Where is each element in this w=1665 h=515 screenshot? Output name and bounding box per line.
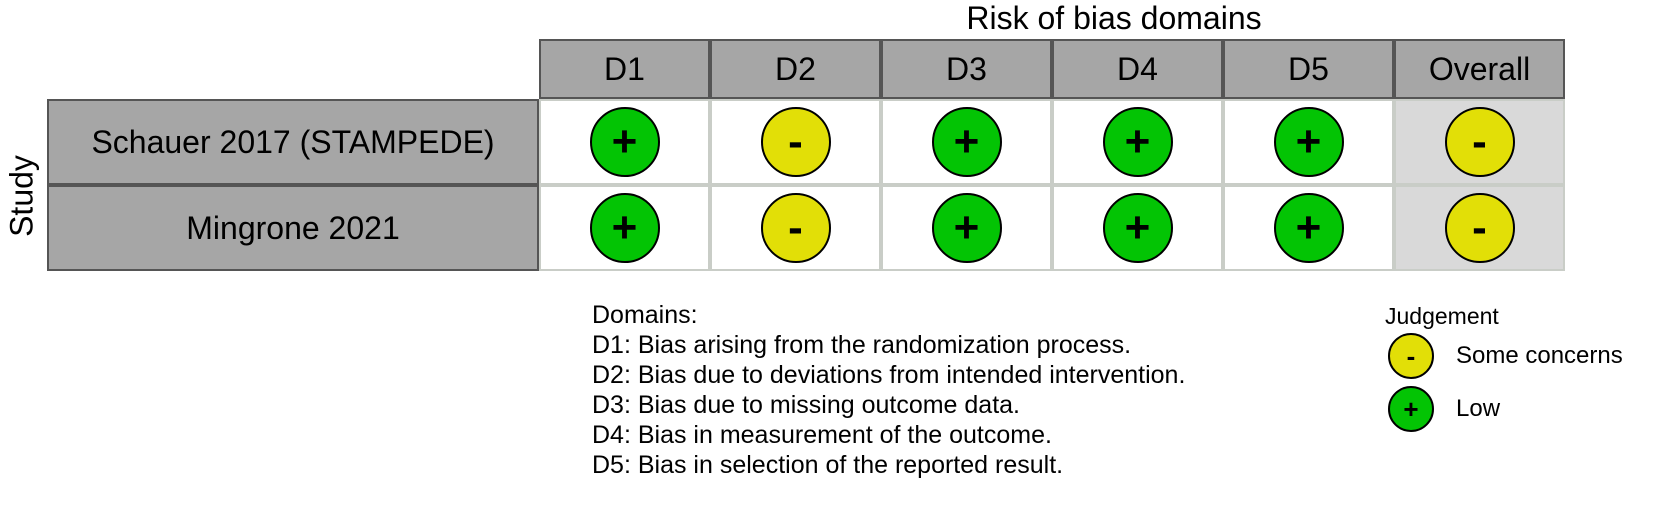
study-name: Mingrone 2021 — [47, 185, 539, 271]
judgement-dot: + — [931, 193, 1002, 263]
domain-description: D1: Bias arising from the randomization … — [592, 331, 1132, 359]
judgement-dot: + — [931, 107, 1002, 177]
study-row: Schauer 2017 (STAMPEDE) + - + + + - — [47, 99, 1565, 185]
judgement-dot: + — [1273, 107, 1344, 177]
study-name: Schauer 2017 (STAMPEDE) — [47, 99, 539, 185]
judgement-cell: + — [1052, 185, 1223, 271]
domains-heading: Domains: — [592, 301, 698, 329]
study-axis-label: Study — [0, 106, 44, 286]
overall-judgement-dot: - — [1444, 193, 1515, 263]
judgement-dot: - — [760, 193, 831, 263]
column-header-d1: D1 — [539, 39, 710, 99]
judgement-cell: + — [1052, 99, 1223, 185]
judgement-cell: + — [539, 99, 710, 185]
judgement-dot: - — [760, 107, 831, 177]
judgement-dot: + — [589, 107, 660, 177]
low-icon: + — [1388, 386, 1434, 432]
column-header-d4: D4 — [1052, 39, 1223, 99]
domain-description: D5: Bias in selection of the reported re… — [592, 451, 1064, 479]
judgement-dot: + — [589, 193, 660, 263]
legend-item-low: + Low — [1388, 386, 1500, 432]
judgement-cell: + — [881, 185, 1052, 271]
domain-description: D2: Bias due to deviations from intended… — [592, 361, 1186, 389]
study-axis-text: Study — [3, 155, 40, 237]
judgement-cell: - — [710, 185, 881, 271]
legend-label: Some concerns — [1456, 342, 1623, 369]
domains-legend: Domains: D1: Bias arising from the rando… — [592, 300, 1185, 480]
header-row: D1 D2 D3 D4 D5 Overall — [49, 39, 1565, 99]
legend-item-some-concerns: - Some concerns — [1388, 333, 1623, 379]
judgement-dot: + — [1273, 193, 1344, 263]
column-header-d5: D5 — [1223, 39, 1394, 99]
chart-title: Risk of bias domains — [966, 0, 1262, 36]
overall-judgement-cell: - — [1394, 99, 1565, 185]
judgement-dot: + — [1102, 107, 1173, 177]
legend-label: Low — [1456, 395, 1501, 422]
judgement-cell: - — [710, 99, 881, 185]
column-header-d3: D3 — [881, 39, 1052, 99]
judgement-dot: + — [1102, 193, 1173, 263]
judgement-cell: + — [1223, 185, 1394, 271]
judgement-cell: + — [1223, 99, 1394, 185]
judgement-cell: + — [539, 185, 710, 271]
study-row: Mingrone 2021 + - + + + - — [47, 185, 1565, 271]
overall-judgement-cell: - — [1394, 185, 1565, 271]
column-header-d2: D2 — [710, 39, 881, 99]
judgement-cell: + — [881, 99, 1052, 185]
overall-judgement-dot: - — [1444, 107, 1515, 177]
some-concerns-icon: - — [1388, 333, 1434, 379]
domain-description: D4: Bias in measurement of the outcome. — [592, 421, 1052, 449]
column-header-overall: Overall — [1394, 39, 1565, 99]
domain-description: D3: Bias due to missing outcome data. — [592, 391, 1021, 419]
judgement-legend-title: Judgement — [1385, 303, 1499, 329]
